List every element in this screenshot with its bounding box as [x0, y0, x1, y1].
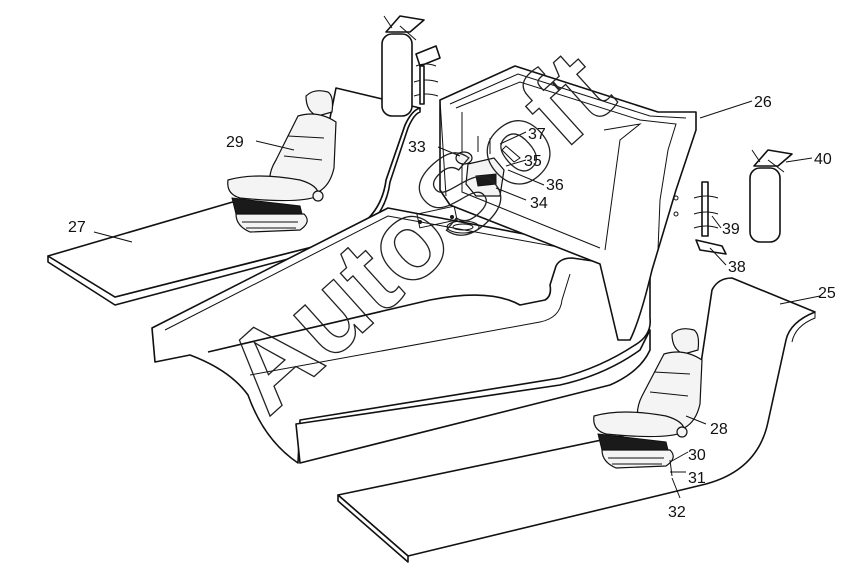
callout-26: 26: [754, 94, 772, 111]
callout-35: 35: [524, 153, 542, 170]
callout-30: 30: [688, 447, 706, 464]
right-fire-extinguisher: [673, 149, 793, 255]
control-box-assembly: [455, 136, 521, 197]
callout-29: 29: [226, 134, 244, 151]
left-seat: [227, 90, 337, 233]
callout-34: 34: [530, 195, 548, 212]
leader-lines: [93, 100, 821, 499]
callout-25: 25: [818, 285, 836, 302]
callout-31: 31: [688, 470, 706, 487]
left-fire-extinguisher: [381, 15, 441, 117]
callout-39: 39: [722, 221, 740, 238]
callout-38: 38: [728, 259, 746, 276]
callout-37: 37: [528, 126, 546, 143]
center-floor-panel: [151, 205, 652, 464]
callout-28: 28: [710, 421, 728, 438]
callout-36: 36: [546, 177, 564, 194]
callout-33: 33: [408, 139, 426, 156]
callout-27: 27: [68, 219, 86, 236]
callout-32: 32: [668, 504, 686, 521]
seat-bolt: [669, 459, 673, 477]
callout-labels: 25 26 27 28 29 30 31 32 33 34 35 36 37 3…: [68, 94, 836, 521]
callout-40: 40: [814, 151, 832, 168]
rear-wall-panel: [439, 65, 697, 341]
right-seat: [593, 328, 703, 469]
